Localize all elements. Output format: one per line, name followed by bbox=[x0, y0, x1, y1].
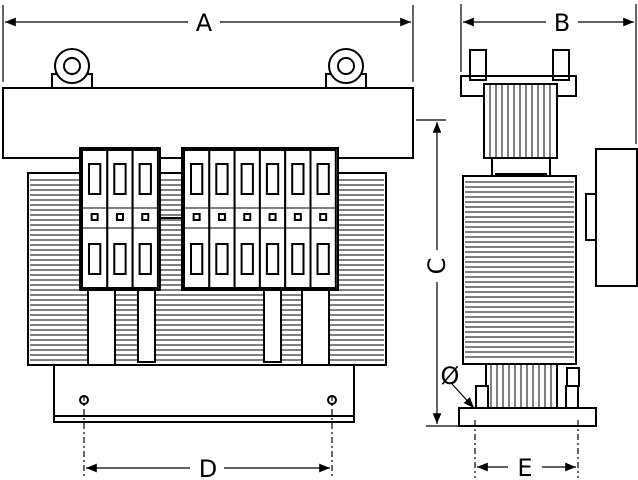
terminal-block-group-right bbox=[181, 147, 339, 291]
terminal-window-lower bbox=[240, 243, 254, 275]
dimension-label-e: E bbox=[517, 454, 532, 480]
terminal-window-lower bbox=[316, 243, 330, 275]
terminal-module bbox=[309, 149, 337, 289]
terminal-window-lower bbox=[215, 243, 229, 275]
side-view bbox=[458, 49, 638, 478]
dimension-d: D bbox=[86, 455, 330, 480]
terminal-module bbox=[208, 149, 236, 289]
dimension-label-b: B bbox=[554, 9, 570, 37]
dimension-e: E bbox=[477, 454, 576, 480]
terminal-screw bbox=[243, 213, 252, 221]
lifting-eye-left bbox=[51, 48, 93, 89]
side-terminal-box bbox=[595, 148, 638, 287]
top-clamp-frame bbox=[2, 87, 414, 159]
dimension-c: C bbox=[416, 119, 458, 427]
dimension-label-a: A bbox=[196, 9, 213, 37]
dimension-label-d: D bbox=[199, 455, 217, 480]
terminal-window-upper bbox=[88, 163, 102, 195]
terminal-module bbox=[131, 149, 159, 289]
terminal-module bbox=[106, 149, 134, 289]
mounting-base bbox=[53, 364, 355, 423]
terminal-screw bbox=[192, 213, 201, 221]
terminal-window-upper bbox=[113, 163, 127, 195]
terminal-window-upper bbox=[240, 163, 254, 195]
terminal-module bbox=[284, 149, 312, 289]
terminal-window-lower bbox=[113, 243, 127, 275]
dimension-b: B bbox=[460, 4, 637, 144]
terminal-window-lower bbox=[265, 243, 280, 275]
dimension-label-diameter: Ø bbox=[441, 362, 460, 390]
terminal-screw bbox=[268, 213, 277, 221]
terminal-screw bbox=[319, 213, 328, 221]
dimension-a: A bbox=[2, 5, 414, 82]
terminal-block-group-left bbox=[79, 147, 161, 291]
front-view bbox=[2, 48, 414, 478]
terminal-window-upper bbox=[316, 163, 330, 195]
terminal-screw bbox=[141, 213, 150, 221]
dimension-diameter: Ø bbox=[441, 362, 475, 409]
terminal-screw bbox=[90, 213, 99, 221]
terminal-window-upper bbox=[265, 163, 280, 195]
terminal-module bbox=[81, 149, 109, 289]
terminal-module bbox=[233, 149, 261, 289]
terminal-window-lower bbox=[138, 243, 152, 275]
terminal-window-upper bbox=[291, 163, 305, 195]
terminal-window-lower bbox=[291, 243, 305, 275]
terminal-module bbox=[258, 149, 287, 289]
terminal-window-upper bbox=[190, 163, 204, 195]
terminal-window-lower bbox=[88, 243, 102, 275]
lifting-eye-right bbox=[325, 48, 367, 89]
dimension-label-c: C bbox=[423, 258, 451, 275]
terminal-screw bbox=[293, 213, 302, 221]
terminal-window-upper bbox=[138, 163, 152, 195]
terminal-screw bbox=[115, 213, 124, 221]
terminal-window-upper bbox=[215, 163, 229, 195]
terminal-screw bbox=[217, 213, 226, 221]
terminal-module bbox=[183, 149, 211, 289]
terminal-window-lower bbox=[190, 243, 204, 275]
